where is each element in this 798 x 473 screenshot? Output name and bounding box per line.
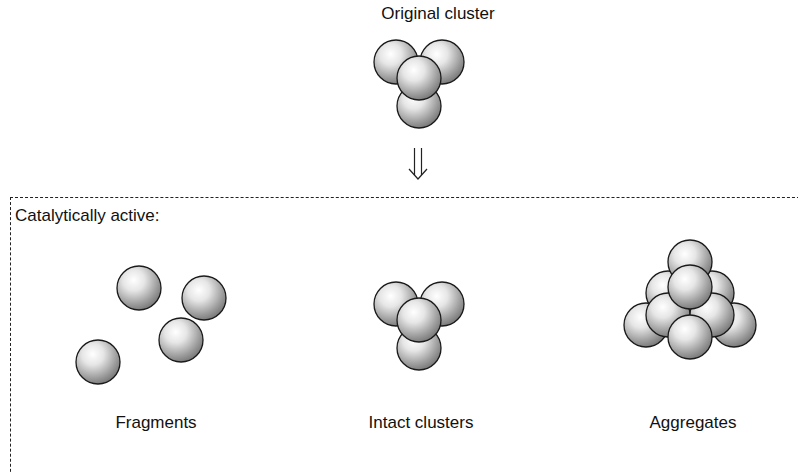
double-arrow (409, 148, 427, 179)
arrow-stroke (414, 148, 415, 175)
arrow-stroke (409, 169, 427, 179)
fragments-node: Fragments (61, 261, 251, 433)
active-region: Catalytically active: Fragments Intact clu… (10, 197, 798, 473)
sphere (668, 265, 712, 309)
aggregates-node: Aggregates (613, 261, 773, 433)
intact-node: Intact clusters (341, 261, 501, 433)
sphere (397, 298, 441, 342)
sphere (182, 276, 226, 320)
cluster-node: Original cluster (358, 4, 518, 144)
sphere (76, 340, 120, 384)
sphere (159, 318, 203, 362)
caption-label: Aggregates (650, 413, 737, 433)
sphere (397, 56, 441, 100)
caption-label: Intact clusters (369, 413, 474, 433)
sphere (668, 315, 712, 359)
caption-label: Original cluster (381, 4, 494, 24)
arrow-stroke (421, 148, 422, 175)
sphere (117, 266, 161, 310)
region-heading: Catalytically active: (15, 206, 798, 226)
caption-label: Fragments (115, 413, 196, 433)
